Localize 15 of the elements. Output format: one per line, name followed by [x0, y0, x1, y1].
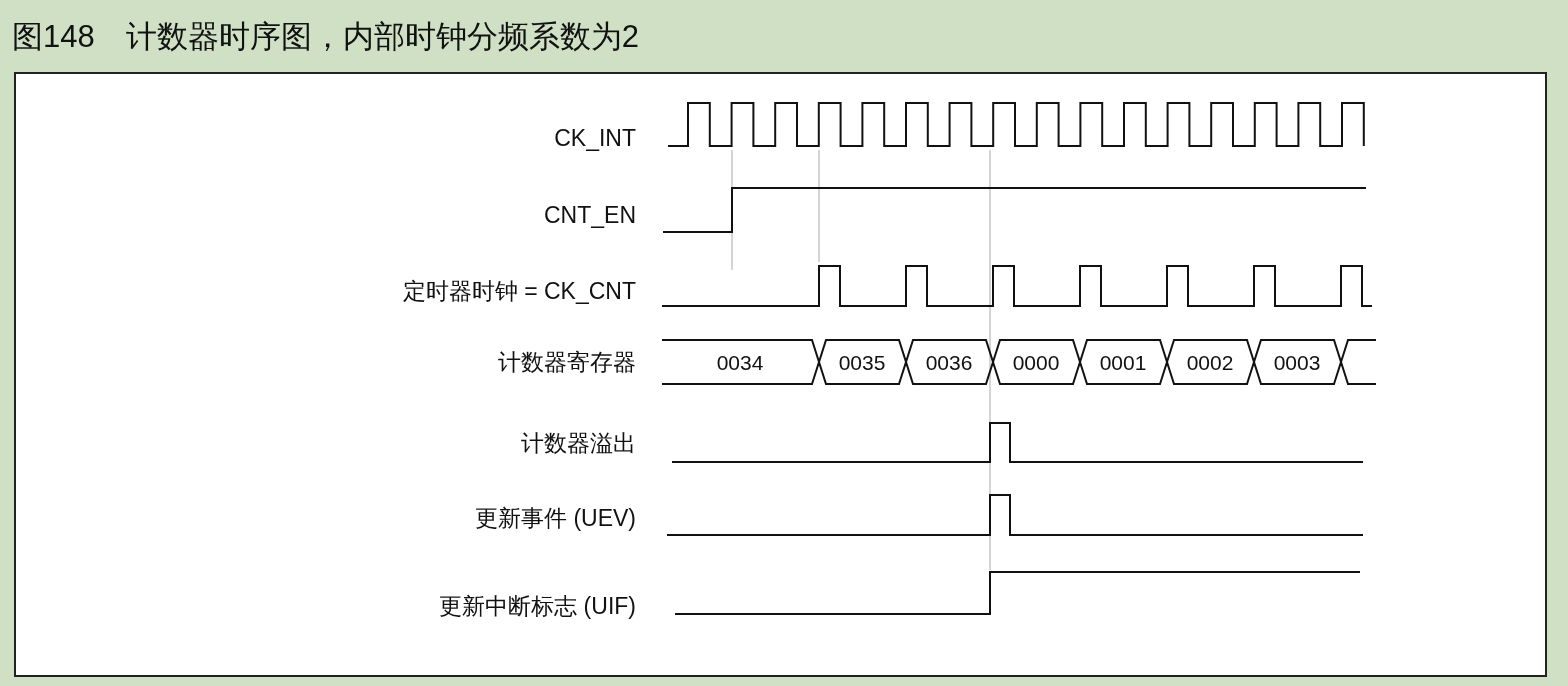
figure-title: 图148 计数器时序图，内部时钟分频系数为2 — [12, 18, 639, 56]
register-value: 0036 — [924, 350, 974, 376]
register-value: 0001 — [1098, 350, 1148, 376]
register-value: 0003 — [1272, 350, 1322, 376]
signal-label: CK_INT — [553, 124, 636, 152]
register-value: 0000 — [1011, 350, 1061, 376]
signal-label: 计数器溢出 — [520, 429, 636, 457]
register-value: 0035 — [837, 350, 887, 376]
signal-label: 更新事件 (UEV) — [474, 504, 636, 532]
signal-label: CNT_EN — [543, 201, 636, 229]
signal-label: 定时器时钟 = CK_CNT — [401, 277, 636, 305]
signal-label: 更新中断标志 (UIF) — [438, 592, 636, 620]
signal-label: 计数器寄存器 — [497, 348, 636, 376]
register-value: 0034 — [715, 350, 765, 376]
register-value: 0002 — [1185, 350, 1235, 376]
